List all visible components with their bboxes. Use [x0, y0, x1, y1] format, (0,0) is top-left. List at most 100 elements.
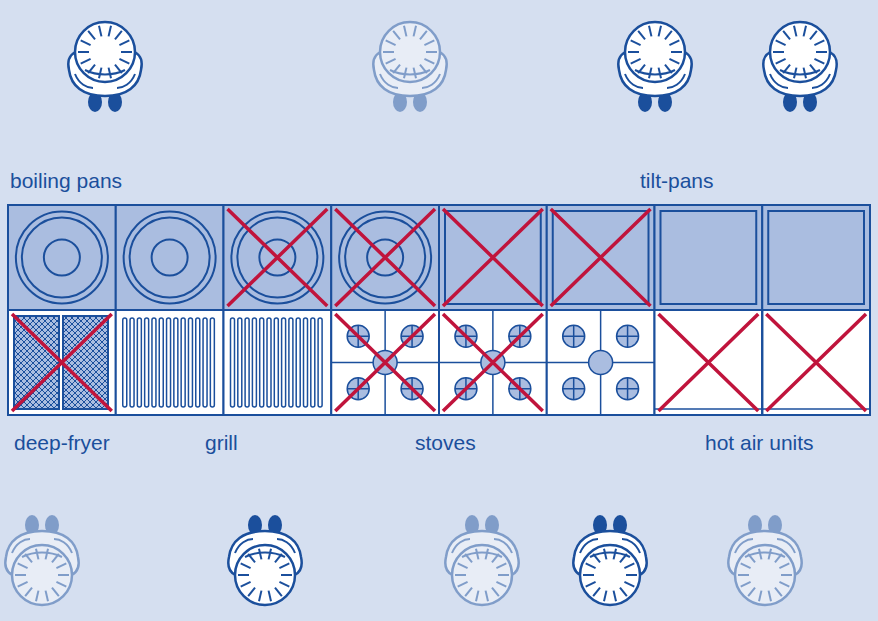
equipment-label: grill: [205, 430, 238, 455]
grill-bar: [238, 318, 242, 407]
burner-cross: [563, 378, 585, 400]
bottom-cell: [116, 310, 224, 415]
top-cell: [762, 205, 870, 310]
hat-pleat: [631, 40, 641, 45]
hat-band: [745, 553, 785, 558]
grill-bar: [174, 318, 178, 407]
hat-pleat: [279, 563, 289, 568]
grill-bar: [203, 318, 207, 407]
hat-pleat: [773, 51, 784, 53]
top-cell: [331, 205, 439, 310]
hat-pleat: [269, 549, 271, 560]
hat-pleat: [458, 563, 468, 568]
boiling-pan: [44, 240, 80, 276]
hat-pleat: [476, 549, 478, 560]
removed-cross: [766, 314, 866, 411]
grill-bar: [260, 318, 264, 407]
chef-figure: [573, 515, 647, 605]
hat-pleat: [238, 574, 249, 576]
hat-pleat: [25, 588, 32, 597]
hat-pleat: [281, 574, 292, 576]
hat-pleat: [659, 26, 661, 37]
hat-pleat: [586, 582, 596, 587]
grill-bar: [282, 318, 286, 407]
burner-cross: [617, 325, 639, 347]
hat-pleat: [279, 582, 289, 587]
tilt-pan: [768, 211, 864, 304]
hat-pleat: [748, 588, 755, 597]
hat-pleat: [779, 582, 789, 587]
hat-pleat: [759, 549, 761, 560]
removed-cross: [443, 209, 543, 306]
hat-pleat: [498, 574, 509, 576]
top-cell: [655, 205, 763, 310]
hat-pleat: [383, 51, 394, 53]
hat-pleat: [769, 549, 771, 560]
grill-bar: [167, 318, 171, 407]
burner: [617, 378, 639, 400]
hat-pleat: [604, 549, 606, 560]
removed-cross: [335, 209, 435, 306]
removed-cross: [228, 209, 328, 306]
hat-pleat: [269, 591, 271, 602]
bottom-cell: [224, 310, 332, 415]
hat-pleat: [583, 574, 594, 576]
hat-band: [590, 553, 630, 558]
fryer-basket: [63, 316, 108, 409]
hat-pleat: [620, 588, 627, 597]
equipment-label: stoves: [415, 430, 476, 455]
hat-pleat: [259, 549, 261, 560]
hat-pleat: [604, 591, 606, 602]
chef-figure: [763, 22, 837, 112]
tilt-pan: [661, 211, 757, 304]
removed-cross: [551, 209, 651, 306]
hat-pleat: [741, 563, 751, 568]
hat-pleat: [36, 549, 38, 560]
hat-pleat: [626, 574, 637, 576]
hat-pleat: [81, 40, 91, 45]
hat-pleat: [614, 591, 616, 602]
hat-pleat: [18, 582, 28, 587]
hat-band: [635, 70, 675, 75]
equipment-label: deep-fryer: [14, 430, 110, 455]
chef-hat: [380, 22, 440, 82]
grill-bar: [289, 318, 293, 407]
grill-bar: [159, 318, 163, 407]
hat-pleat: [424, 59, 434, 64]
chef-hat: [770, 22, 830, 82]
burner-cross: [617, 378, 639, 400]
hat-pleat: [56, 563, 66, 568]
hat-pleat: [669, 59, 679, 64]
hat-pleat: [814, 59, 824, 64]
grill-bar: [252, 318, 256, 407]
grill-bar: [318, 318, 322, 407]
hat-pleat: [671, 51, 682, 53]
hat-pleat: [393, 31, 400, 40]
hat-pleat: [628, 51, 639, 53]
chef-hat: [735, 545, 795, 605]
chef-hat: [75, 22, 135, 82]
hat-pleat: [46, 591, 48, 602]
hat-pleat: [804, 68, 806, 79]
grill-bar: [245, 318, 249, 407]
removed-cross: [443, 314, 543, 411]
hat-pleat: [56, 582, 66, 587]
bottom-cell: [439, 310, 547, 415]
hat-pleat: [804, 26, 806, 37]
hat-pleat: [738, 574, 749, 576]
hot-air-divider: [761, 310, 763, 415]
grill-bar: [188, 318, 192, 407]
hat-pleat: [36, 591, 38, 602]
chef-hat: [452, 545, 512, 605]
hat-pleat: [775, 588, 782, 597]
hat-pleat: [814, 40, 824, 45]
hat-pleat: [781, 574, 792, 576]
hat-pleat: [783, 31, 790, 40]
hat-pleat: [52, 588, 59, 597]
burner: [563, 325, 585, 347]
removed-cross: [659, 314, 759, 411]
hat-band: [390, 70, 430, 75]
hat-pleat: [119, 40, 129, 45]
hat-pleat: [794, 68, 796, 79]
hat-pleat: [496, 582, 506, 587]
